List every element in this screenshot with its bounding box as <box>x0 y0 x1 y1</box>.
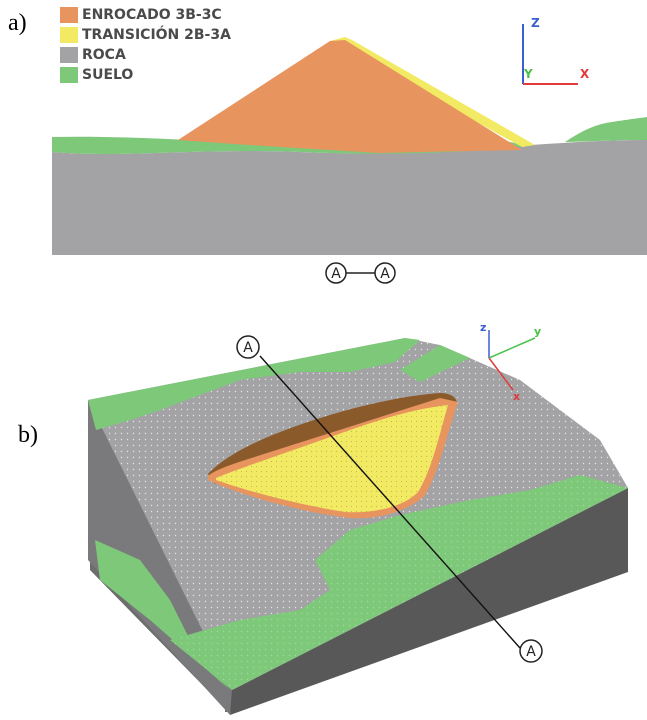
legend-item-roca: ROCA <box>60 45 231 64</box>
legend-label-suelo: SUELO <box>82 66 134 83</box>
axis-x-label: X <box>580 67 590 81</box>
legend: ENROCADO 3B-3C TRANSICIÓN 2B-3A ROCA SUE… <box>60 5 231 85</box>
legend-swatch-transicion <box>60 26 78 43</box>
axis-z-label: Z <box>531 16 540 30</box>
terrain-soil-right <box>400 345 470 382</box>
section-marker: A A <box>325 262 396 284</box>
cut-marker-top <box>236 335 260 359</box>
axis-triad-3d: z y x <box>480 321 541 403</box>
legend-label-enrocado: ENROCADO 3B-3C <box>82 6 222 23</box>
rockfill-dam <box>178 40 522 153</box>
cut-label-bottom: A <box>526 644 536 660</box>
panel-label-b: b) <box>18 422 38 448</box>
rock-layer <box>52 140 647 255</box>
legend-swatch-enrocado <box>60 6 78 23</box>
axis3d-x-label: x <box>513 390 520 403</box>
section-marker-right: A <box>380 266 390 282</box>
soil-layer-right <box>565 117 647 142</box>
axis3d-y-label: y <box>534 325 541 338</box>
cut-label-top: A <box>243 340 253 356</box>
section-marker-left: A <box>331 266 341 282</box>
cross-section: Z Y X A A <box>52 16 647 284</box>
legend-item-suelo: SUELO <box>60 65 231 84</box>
panel-label-a: a) <box>8 10 27 36</box>
axis3d-z-label: z <box>480 321 486 334</box>
axis-triad-section: Z Y X <box>522 16 590 85</box>
legend-label-transicion: TRANSICIÓN 2B-3A <box>82 26 231 43</box>
cut-marker-bottom <box>519 639 543 663</box>
legend-swatch-suelo <box>60 66 78 83</box>
legend-label-roca: ROCA <box>82 46 126 63</box>
legend-item-enrocado: ENROCADO 3B-3C <box>60 5 231 24</box>
legend-item-transicion: TRANSICIÓN 2B-3A <box>60 25 231 44</box>
legend-swatch-roca <box>60 46 78 63</box>
axis-y-label: Y <box>523 67 533 81</box>
terrain-soil-top <box>88 338 420 430</box>
cut-line: A A <box>236 335 543 663</box>
block-right-face <box>230 488 628 715</box>
